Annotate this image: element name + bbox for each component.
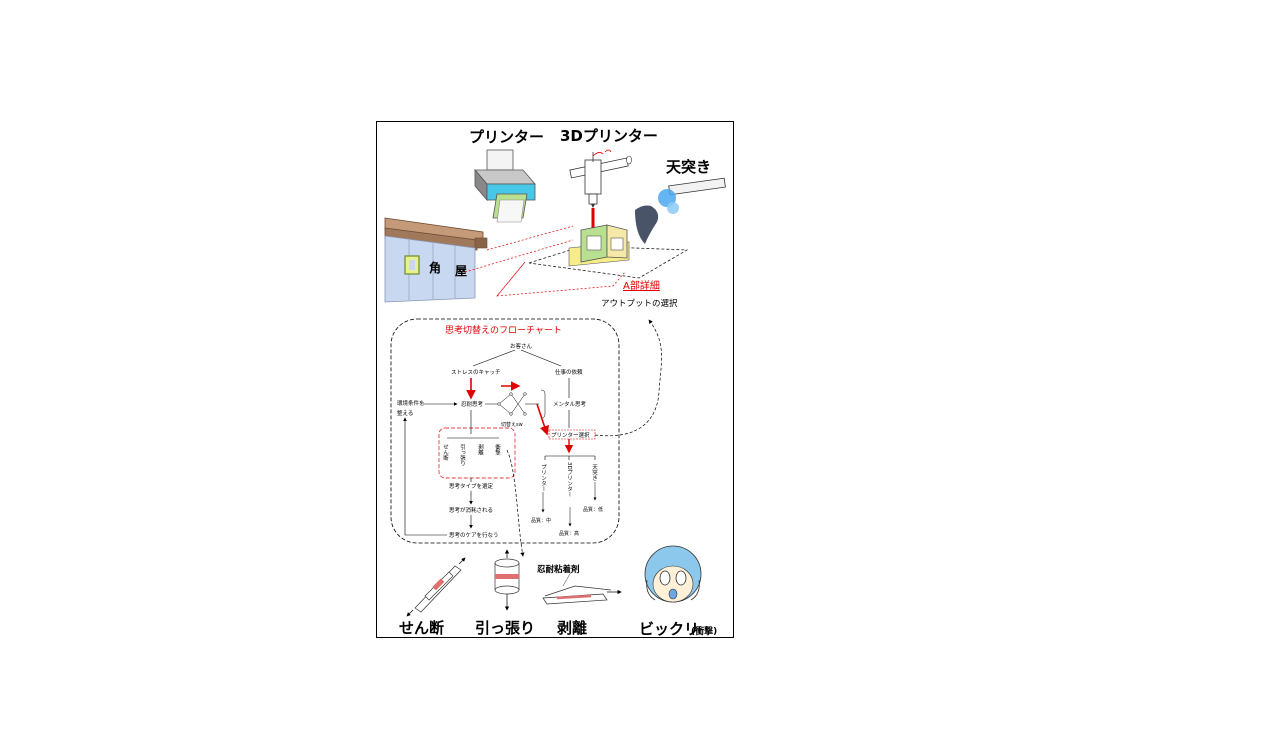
shop-illustration: 角 屋	[384, 217, 488, 303]
select-type-node: 思考タイプを選定	[449, 482, 494, 490]
stress-node: ストレスのキャッチ	[451, 369, 501, 376]
impact-label: (衝撃)	[691, 625, 717, 637]
tentsuki-illustration	[635, 177, 726, 244]
type-peel: 剥離	[477, 443, 484, 457]
output-printer: プリンター	[540, 464, 547, 492]
red-arrow	[536, 403, 550, 436]
output-tentsuki: 天突き	[591, 464, 598, 481]
switch-symbol	[485, 389, 546, 419]
type-box	[438, 427, 516, 479]
switch-label: 切替えsw	[501, 421, 523, 428]
diagram-frame: プリンター 3Dプリンター 天突き	[376, 121, 734, 638]
output-label: アウトプットの選択	[601, 298, 678, 309]
loop-edge	[403, 417, 447, 536]
printer3d-illustration	[569, 149, 632, 228]
shear-illustration	[406, 557, 466, 617]
care-node: 思考のケアを行なう	[449, 531, 499, 539]
tension-illustration	[494, 549, 520, 611]
printer-select-node: プリンター選択	[551, 431, 590, 439]
shear-label: せん断	[399, 619, 444, 637]
surprise-illustration	[644, 545, 702, 603]
tension-label: 引っ張り	[475, 619, 535, 637]
printer-label: プリンター	[469, 128, 544, 146]
edge	[520, 349, 562, 367]
type-shear: せん断	[442, 444, 449, 462]
peel-label: 剥離	[557, 619, 587, 637]
tentsuki-label: 天突き	[666, 158, 711, 176]
model-box	[528, 224, 689, 279]
peel-illustration	[542, 571, 622, 605]
printer-illustration	[474, 149, 536, 223]
type-tension: 引っ張り	[459, 443, 466, 467]
printer-select-box	[548, 429, 596, 440]
request-node: 仕事の依頼	[555, 368, 583, 376]
ya-label: 屋	[455, 264, 467, 278]
adhesive-label: 忍耐粘着剤	[537, 564, 580, 575]
zoom-lines	[464, 225, 626, 297]
surprise-label: ビックリ	[639, 620, 699, 637]
edge	[472, 349, 516, 367]
output-3d: 3Dプリンター	[566, 462, 573, 497]
env-node-1: 環境条件を	[397, 399, 425, 407]
flowchart-box	[390, 318, 620, 544]
mental-node: メンタル思考	[553, 400, 587, 408]
printer3d-label: 3Dプリンター	[560, 127, 658, 145]
quality-low: 品質：低	[583, 506, 603, 513]
kado-label: 角	[429, 260, 441, 275]
type-impact: 衝撃	[494, 443, 501, 456]
flow-title: 思考切替えのフローチャート	[445, 324, 562, 336]
env-node-2: 整える	[397, 409, 413, 417]
consumed-node: 思考が消耗される	[449, 506, 493, 514]
customer-node: お客さん	[510, 342, 533, 350]
quality-mid: 品質：中	[531, 517, 551, 524]
detail-label: A部詳細	[623, 279, 660, 292]
nintai-node: 忍耐思考	[461, 400, 484, 408]
adhesive-arrow	[506, 449, 525, 557]
output-select-arrow	[594, 319, 662, 437]
quality-high: 品質：高	[559, 530, 579, 537]
diagram-svg: プリンター 3Dプリンター 天突き	[384, 127, 726, 637]
